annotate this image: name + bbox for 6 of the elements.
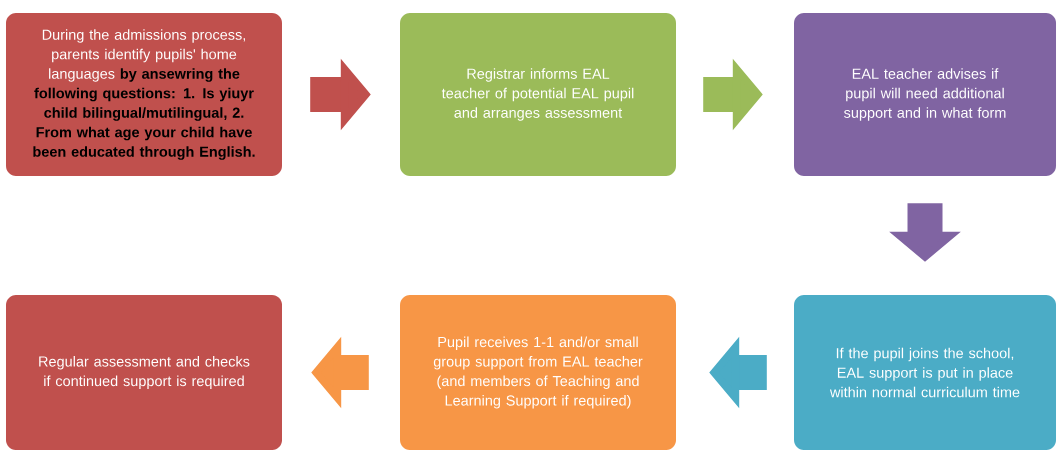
- process-box: Pupil receives 1-1 and/or small group support from EAL teacher (and members of Teaching and Learning Support if required): [400, 295, 676, 450]
- process-box: During the admissions process, parents identify pupils' home languages by ansewring the following questions: 1. Is yiuyr child bilingual/mutilingual, 2. From what age your child have been educated through English.: [6, 13, 282, 176]
- process-box: If the pupil joins the school, EAL support is put in place within normal curriculum time: [794, 295, 1056, 450]
- process-box: EAL teacher advises if pupil will need additional support and in what form: [794, 13, 1056, 176]
- process-box: Registrar informs EAL teacher of potential EAL pupil and arranges assessment: [400, 13, 676, 176]
- process-box: Regular assessment and checks if continued support is required: [6, 295, 282, 450]
